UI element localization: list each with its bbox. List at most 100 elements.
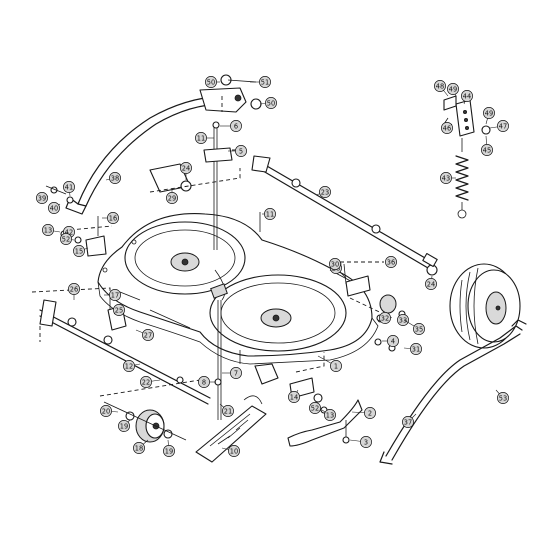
callout-13: 13 bbox=[42, 224, 61, 236]
callout-circle bbox=[140, 376, 152, 388]
callout-number: 53 bbox=[499, 394, 507, 402]
callout-circle bbox=[109, 172, 121, 184]
callout-number: 11 bbox=[266, 210, 274, 218]
callout-circle bbox=[288, 391, 300, 403]
callout-number: 51 bbox=[261, 78, 269, 86]
callout-circle bbox=[113, 304, 125, 316]
callout-50: 50 bbox=[205, 76, 220, 88]
mower-deck bbox=[97, 213, 383, 385]
callout-number: 33 bbox=[399, 316, 407, 324]
callout-number: 19 bbox=[120, 422, 128, 430]
callout-number: 3 bbox=[364, 438, 368, 446]
callout-circle bbox=[198, 376, 210, 388]
callout-circle bbox=[483, 107, 495, 119]
callout-1: 1 bbox=[317, 355, 342, 372]
callout-47: 47 bbox=[489, 120, 509, 132]
callout-number: 4 bbox=[391, 337, 395, 345]
callout-circle bbox=[264, 208, 276, 220]
callout-circle bbox=[441, 122, 453, 134]
callout-number: 42 bbox=[65, 228, 73, 236]
callout-44: 44 bbox=[461, 90, 473, 105]
callout-circle bbox=[123, 360, 135, 372]
callout-36: 36 bbox=[385, 256, 397, 268]
callout-number: 44 bbox=[463, 92, 471, 100]
callout-number: 2 bbox=[368, 409, 372, 417]
callout-circle bbox=[329, 258, 341, 270]
callout-43: 43 bbox=[440, 172, 456, 184]
callout-circle bbox=[402, 416, 414, 428]
callout-circle bbox=[385, 256, 397, 268]
callout-number: 49 bbox=[449, 85, 457, 93]
callout-number: 14 bbox=[290, 393, 298, 401]
callout-number: 40 bbox=[50, 204, 58, 212]
rear-bracket bbox=[149, 163, 241, 193]
callout-number: 1 bbox=[334, 362, 338, 370]
baffle bbox=[195, 395, 267, 463]
callout-29: 29 bbox=[166, 190, 178, 204]
callout-circle bbox=[68, 283, 80, 295]
callout-5: 5 bbox=[228, 145, 247, 157]
callout-number: 10 bbox=[230, 447, 238, 455]
callout-circle bbox=[163, 445, 175, 457]
callout-circle bbox=[48, 202, 60, 214]
callout-39: 39 bbox=[36, 192, 49, 204]
callout-51: 51 bbox=[250, 76, 271, 88]
callout-24: 24 bbox=[425, 275, 437, 290]
callout-number: 32 bbox=[381, 314, 389, 322]
callout-38: 38 bbox=[105, 172, 121, 184]
callout-11: 11 bbox=[262, 208, 276, 220]
callout-circle bbox=[330, 360, 342, 372]
callout-31: 31 bbox=[403, 343, 422, 355]
callout-circle bbox=[195, 132, 207, 144]
callout-22: 22 bbox=[140, 376, 161, 388]
side-bracket bbox=[287, 399, 363, 447]
callout-46: 46 bbox=[441, 122, 453, 134]
callout-52: 52 bbox=[309, 401, 321, 414]
callout-19: 19 bbox=[163, 439, 175, 457]
callout-24: 24 bbox=[180, 162, 192, 180]
hanger-rods bbox=[203, 121, 240, 420]
callout-circle bbox=[222, 405, 234, 417]
callout-number: 48 bbox=[436, 82, 444, 90]
callout-circle bbox=[319, 186, 331, 198]
callout-number: 24 bbox=[427, 280, 435, 288]
callout-7: 7 bbox=[222, 367, 242, 379]
callout-circle bbox=[142, 329, 154, 341]
callout-circle bbox=[100, 405, 112, 417]
callout-13: 13 bbox=[321, 409, 336, 421]
callout-number: 37 bbox=[404, 418, 412, 426]
callout-number: 22 bbox=[142, 378, 150, 386]
callout-number: 52 bbox=[311, 404, 319, 412]
callout-number: 11 bbox=[197, 134, 205, 142]
callout-number: 46 bbox=[443, 124, 451, 132]
callout-circle bbox=[118, 420, 130, 432]
callout-33: 33 bbox=[397, 314, 409, 326]
callout-number: 45 bbox=[483, 146, 491, 154]
callout-27: 27 bbox=[135, 329, 154, 341]
callout-circle bbox=[133, 442, 145, 454]
callout-circle bbox=[309, 402, 321, 414]
callout-number: 50 bbox=[207, 78, 215, 86]
callout-circle bbox=[497, 392, 509, 404]
callout-8: 8 bbox=[198, 376, 216, 388]
callout-circle bbox=[461, 90, 473, 102]
lift-arm bbox=[65, 74, 262, 215]
callout-number: 5 bbox=[239, 147, 243, 155]
callout-41: 41 bbox=[63, 181, 75, 197]
callout-number: 24 bbox=[182, 164, 190, 172]
callout-circle bbox=[410, 343, 422, 355]
callout-52: 52 bbox=[60, 233, 75, 245]
callout-circle bbox=[205, 76, 217, 88]
callout-circle bbox=[166, 192, 178, 204]
callout-number: 26 bbox=[70, 285, 78, 293]
callout-circle bbox=[36, 192, 48, 204]
callout-circle bbox=[60, 233, 72, 245]
callout-circle bbox=[397, 314, 409, 326]
callout-circle bbox=[481, 144, 493, 156]
callout-circle bbox=[497, 120, 509, 132]
callout-6: 6 bbox=[220, 120, 242, 132]
callout-number: 50 bbox=[267, 99, 275, 107]
callout-number: 47 bbox=[499, 122, 507, 130]
front-rod bbox=[379, 319, 527, 465]
